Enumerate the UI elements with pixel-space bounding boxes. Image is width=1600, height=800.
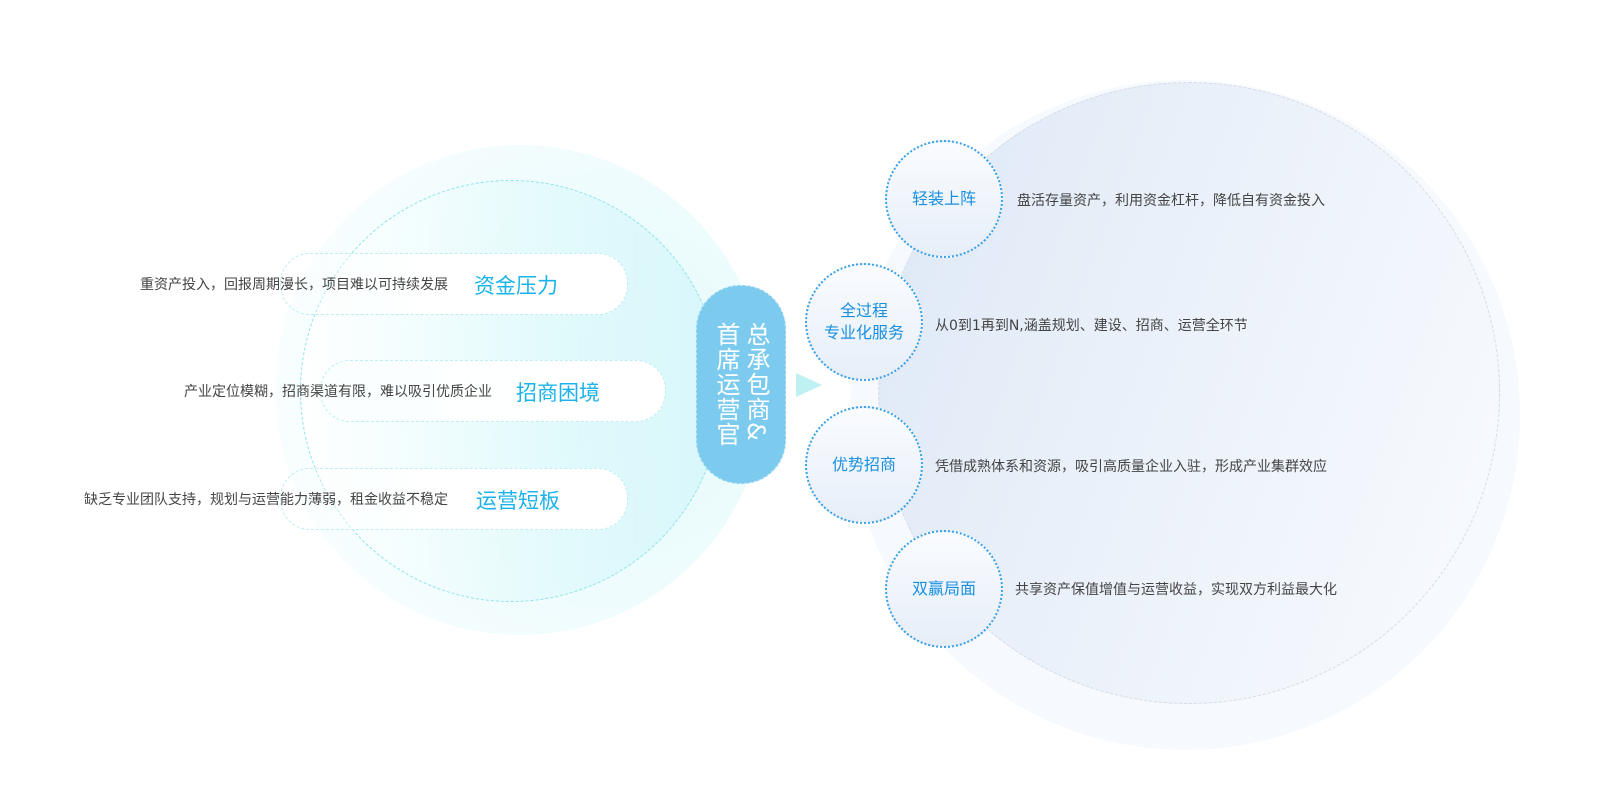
challenge-item (320, 360, 666, 422)
solution-title: 优势招商 (831, 455, 896, 474)
challenge-title: 招商困境 (516, 381, 600, 405)
center-line2: 首席运营官 (712, 322, 740, 447)
challenge-title: 资金压力 (474, 274, 558, 298)
challenge-desc: 产业定位模糊，招商渠道有限，难以吸引优质企业 (184, 384, 492, 400)
challenge-item (280, 468, 628, 530)
center-role-text: 总承包商&首席运营官 (711, 322, 771, 447)
challenge-desc: 重资产投入，回报周期漫长，项目难以可持续发展 (140, 277, 448, 293)
challenge-title: 运营短板 (476, 489, 560, 513)
solution-desc: 从0到1再到N,涵盖规划、建设、招商、运营全环节 (935, 318, 1248, 334)
solution-title: 双赢局面 (911, 579, 976, 598)
solution-desc: 共享资产保值增值与运营收益，实现双方利益最大化 (1015, 582, 1337, 598)
challenge-item (280, 253, 628, 315)
solution-circle: 轻装上阵 (885, 140, 1003, 258)
solution-title: 轻装上阵 (911, 189, 976, 208)
solution-circle: 优势招商 (805, 406, 923, 524)
solution-title-line2: 专业化服务 (823, 323, 904, 342)
center-line1: 总承包商& (742, 322, 770, 442)
solution-circle: 全过程专业化服务 (805, 263, 923, 381)
solution-circle: 双赢局面 (885, 530, 1003, 648)
solution-desc: 凭借成熟体系和资源，吸引高质量企业入驻，形成产业集群效应 (935, 459, 1327, 475)
arrow-right-icon (796, 373, 822, 397)
center-role-badge: 总承包商&首席运营官 (696, 285, 786, 484)
solution-title: 全过程 (839, 301, 888, 320)
challenge-desc: 缺乏专业团队支持，规划与运营能力薄弱，租金收益不稳定 (84, 492, 448, 508)
solution-desc: 盘活存量资产，利用资金杠杆，降低自有资金投入 (1017, 193, 1325, 209)
